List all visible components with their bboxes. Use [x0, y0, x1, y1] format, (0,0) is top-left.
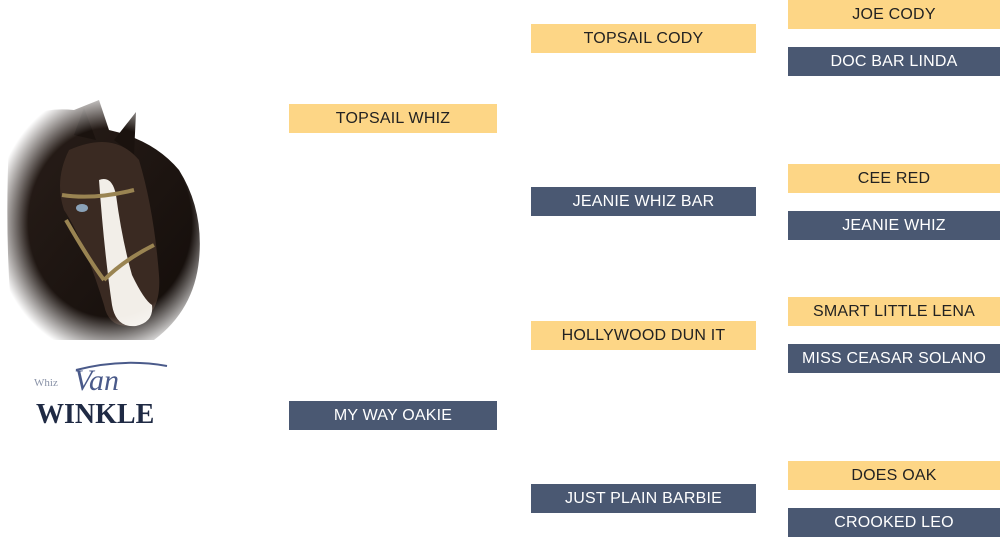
sire-dam: JEANIE WHIZ BAR [531, 187, 756, 216]
sire: TOPSAIL WHIZ [289, 104, 497, 133]
horse-photo [4, 100, 216, 345]
dam-sire-dam: MISS CEASAR SOLANO [788, 344, 1000, 373]
svg-text:WINKLE: WINKLE [36, 399, 154, 430]
dam-dam-dam: CROOKED LEO [788, 508, 1000, 537]
dam-sire-sire: SMART LITTLE LENA [788, 297, 1000, 326]
dam-sire: HOLLYWOOD DUN IT [531, 321, 756, 350]
sire-sire-sire: JOE CODY [788, 0, 1000, 29]
dam-dam: JUST PLAIN BARBIE [531, 484, 756, 513]
dam-dam-sire: DOES OAK [788, 461, 1000, 490]
svg-text:Whiz: Whiz [34, 377, 58, 389]
sire-sire-dam: DOC BAR LINDA [788, 47, 1000, 76]
dam: MY WAY OAKIE [289, 401, 497, 430]
whiz-van-winkle-logo: Whiz Van WINKLE [34, 361, 168, 430]
sire-dam-dam: JEANIE WHIZ [788, 211, 1000, 240]
sire-sire: TOPSAIL CODY [531, 24, 756, 53]
sire-dam-sire: CEE RED [788, 164, 1000, 193]
